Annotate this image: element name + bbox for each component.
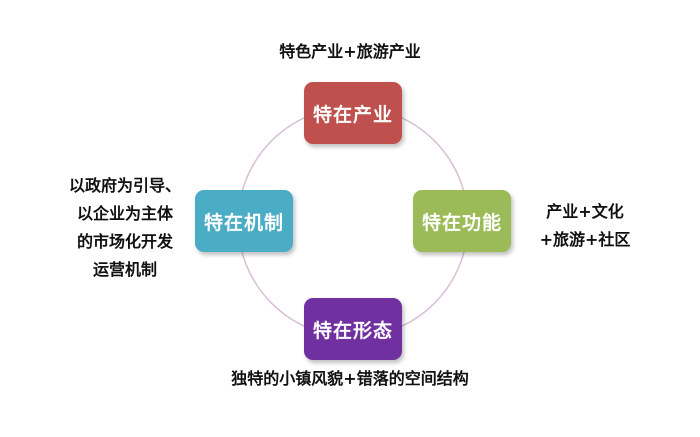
caption-bottom: 独特的小镇风貌+错落的空间结构 — [231, 369, 469, 388]
caption-right-line-1: 产业+文化 — [546, 202, 624, 221]
caption-left-line-4: 运营机制 — [92, 260, 157, 279]
node-industry: 特在产业 — [304, 82, 402, 144]
caption-left-line-1: 以政府为引导、 — [68, 176, 181, 195]
caption-left: 以政府为引导、 以企业为主体 的市场化开发 运营机制 — [60, 172, 190, 284]
caption-top: 特色产业+旅游产业 — [279, 42, 421, 61]
caption-left-line-3: 的市场化开发 — [76, 232, 173, 251]
node-form: 特在形态 — [304, 298, 402, 360]
node-mechanism: 特在机制 — [195, 190, 293, 252]
node-function: 特在功能 — [413, 190, 511, 252]
caption-right-line-2: +旅游+社区 — [539, 230, 631, 249]
caption-left-line-2: 以企业为主体 — [76, 204, 173, 223]
caption-right: 产业+文化 +旅游+社区 — [520, 198, 650, 254]
